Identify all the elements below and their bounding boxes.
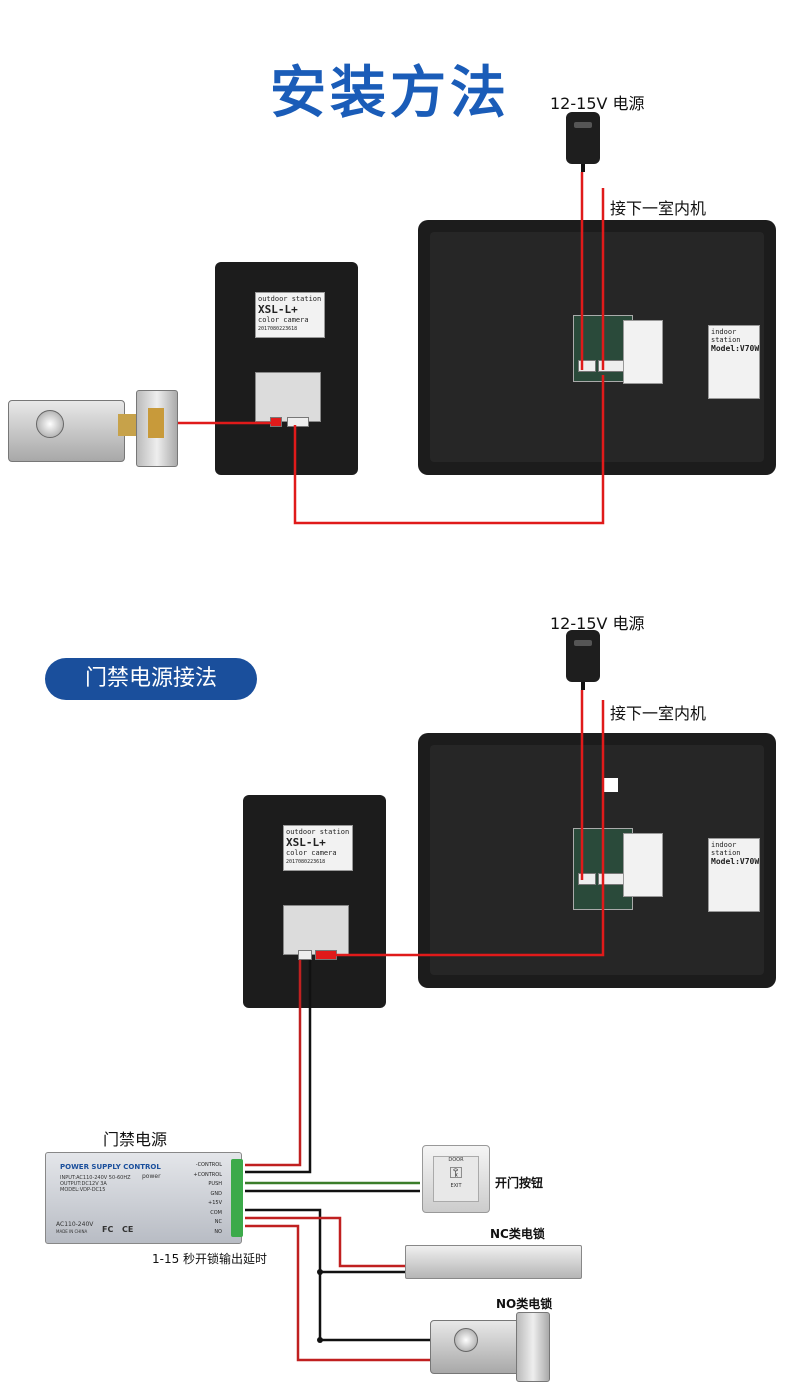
section-badge-access-power: 门禁电源接法 — [45, 658, 257, 700]
outdoor-station-top: outdoor station XSL-L+ color camera 2017… — [215, 262, 358, 475]
junction-dot — [317, 1337, 323, 1343]
psu-control-wire-pos — [245, 960, 312, 1174]
exit-button-label: 开门按钮 — [495, 1176, 544, 1190]
psu-model: MODEL:VDP-DC15 — [60, 1187, 106, 1193]
indoor-sticker-text: indoor station — [711, 328, 741, 344]
psu-terminal-list: -CONTROL +CONTROL PUSH GND +15V COM NC N… — [176, 1161, 222, 1237]
nc-lock-label: NC类电锁 — [490, 1227, 545, 1241]
no-lock-label: NO类电锁 — [496, 1297, 553, 1311]
next-indoor-label-bottom: 接下一室内机 — [610, 704, 707, 723]
psu-fc: FC — [102, 1225, 114, 1234]
indoor-station-bottom: indoor station Model:V70W — [418, 733, 776, 988]
outdoor-sticker-text: outdoor station — [258, 295, 322, 303]
psu-control-wire-neg — [245, 960, 302, 1167]
indoor-model: Model:V70W — [711, 344, 760, 353]
outdoor-model: XSL-L+ — [258, 303, 298, 316]
power-adapter-icon — [563, 112, 603, 172]
indoor-model: Model:V70W — [711, 857, 760, 866]
junction-dot — [317, 1269, 323, 1275]
outdoor-indoor-wire-bottom — [325, 700, 605, 957]
indoor-station-top: indoor station Model:V70W — [418, 220, 776, 475]
electric-door-lock — [8, 390, 178, 470]
outdoor-serial: 2017080223618 — [286, 859, 326, 865]
psu-title: POWER SUPPLY CONTROL — [60, 1163, 161, 1171]
exit-button-device: DOOR ⚿ EXIT — [422, 1145, 490, 1213]
psu-output: OUTPUT:DC12V 3A — [60, 1181, 107, 1187]
key-icon: ⚿ — [449, 1163, 463, 1182]
psu-terminal: +CONTROL — [193, 1171, 222, 1178]
next-indoor-label-top: 接下一室内机 — [610, 199, 707, 218]
psu-terminal: GND — [210, 1190, 222, 1197]
outdoor-indoor-wire-top — [293, 375, 605, 525]
outdoor-model: XSL-L+ — [286, 836, 326, 849]
psu-terminal: +15V — [208, 1200, 222, 1206]
delay-note: 1-15 秒开锁输出延时 — [152, 1252, 268, 1266]
psu-terminal: NO — [214, 1228, 222, 1235]
indoor-sticker-text: indoor station — [711, 841, 741, 857]
nc-magnetic-lock — [405, 1245, 582, 1279]
psu-terminal: NC — [214, 1219, 222, 1225]
psu-terminal: COM — [210, 1209, 222, 1216]
nc-wire — [245, 1216, 405, 1268]
outdoor-serial: 2017080223618 — [258, 326, 298, 332]
power-label-bottom: 12-15V 电源 — [550, 614, 645, 633]
no-electric-lock — [430, 1312, 550, 1382]
page-title: 安装方法 — [270, 61, 510, 126]
psu-power-label: power — [142, 1173, 161, 1180]
outdoor-sticker-line3: color camera — [258, 316, 309, 324]
psu-ac: AC110-240V — [56, 1221, 94, 1228]
psu-input: INPUT:AC110-240V 50-60HZ — [60, 1175, 131, 1181]
power-label-top: 12-15V 电源 — [550, 94, 645, 113]
psu-made: MADE IN CHINA — [56, 1229, 88, 1234]
power-supply-box: POWER SUPPLY CONTROL power INPUT:AC110-2… — [45, 1152, 243, 1244]
psu-ce: CE — [122, 1225, 134, 1234]
outdoor-station-bottom: outdoor station XSL-L+ color camera 2017… — [243, 795, 386, 1008]
com-wire — [245, 1208, 430, 1342]
psu-terminal: -CONTROL — [195, 1162, 222, 1168]
no-wire — [245, 1224, 430, 1362]
exit-bottom-text: EXIT — [450, 1183, 462, 1189]
power-adapter-icon — [563, 630, 603, 690]
outdoor-sticker-text: outdoor station — [286, 828, 350, 836]
psu-terminal: PUSH — [208, 1181, 222, 1187]
access-power-label: 门禁电源 — [103, 1130, 168, 1149]
outdoor-sticker-line3: color camera — [286, 849, 337, 857]
exit-top-text: DOOR — [448, 1157, 464, 1163]
